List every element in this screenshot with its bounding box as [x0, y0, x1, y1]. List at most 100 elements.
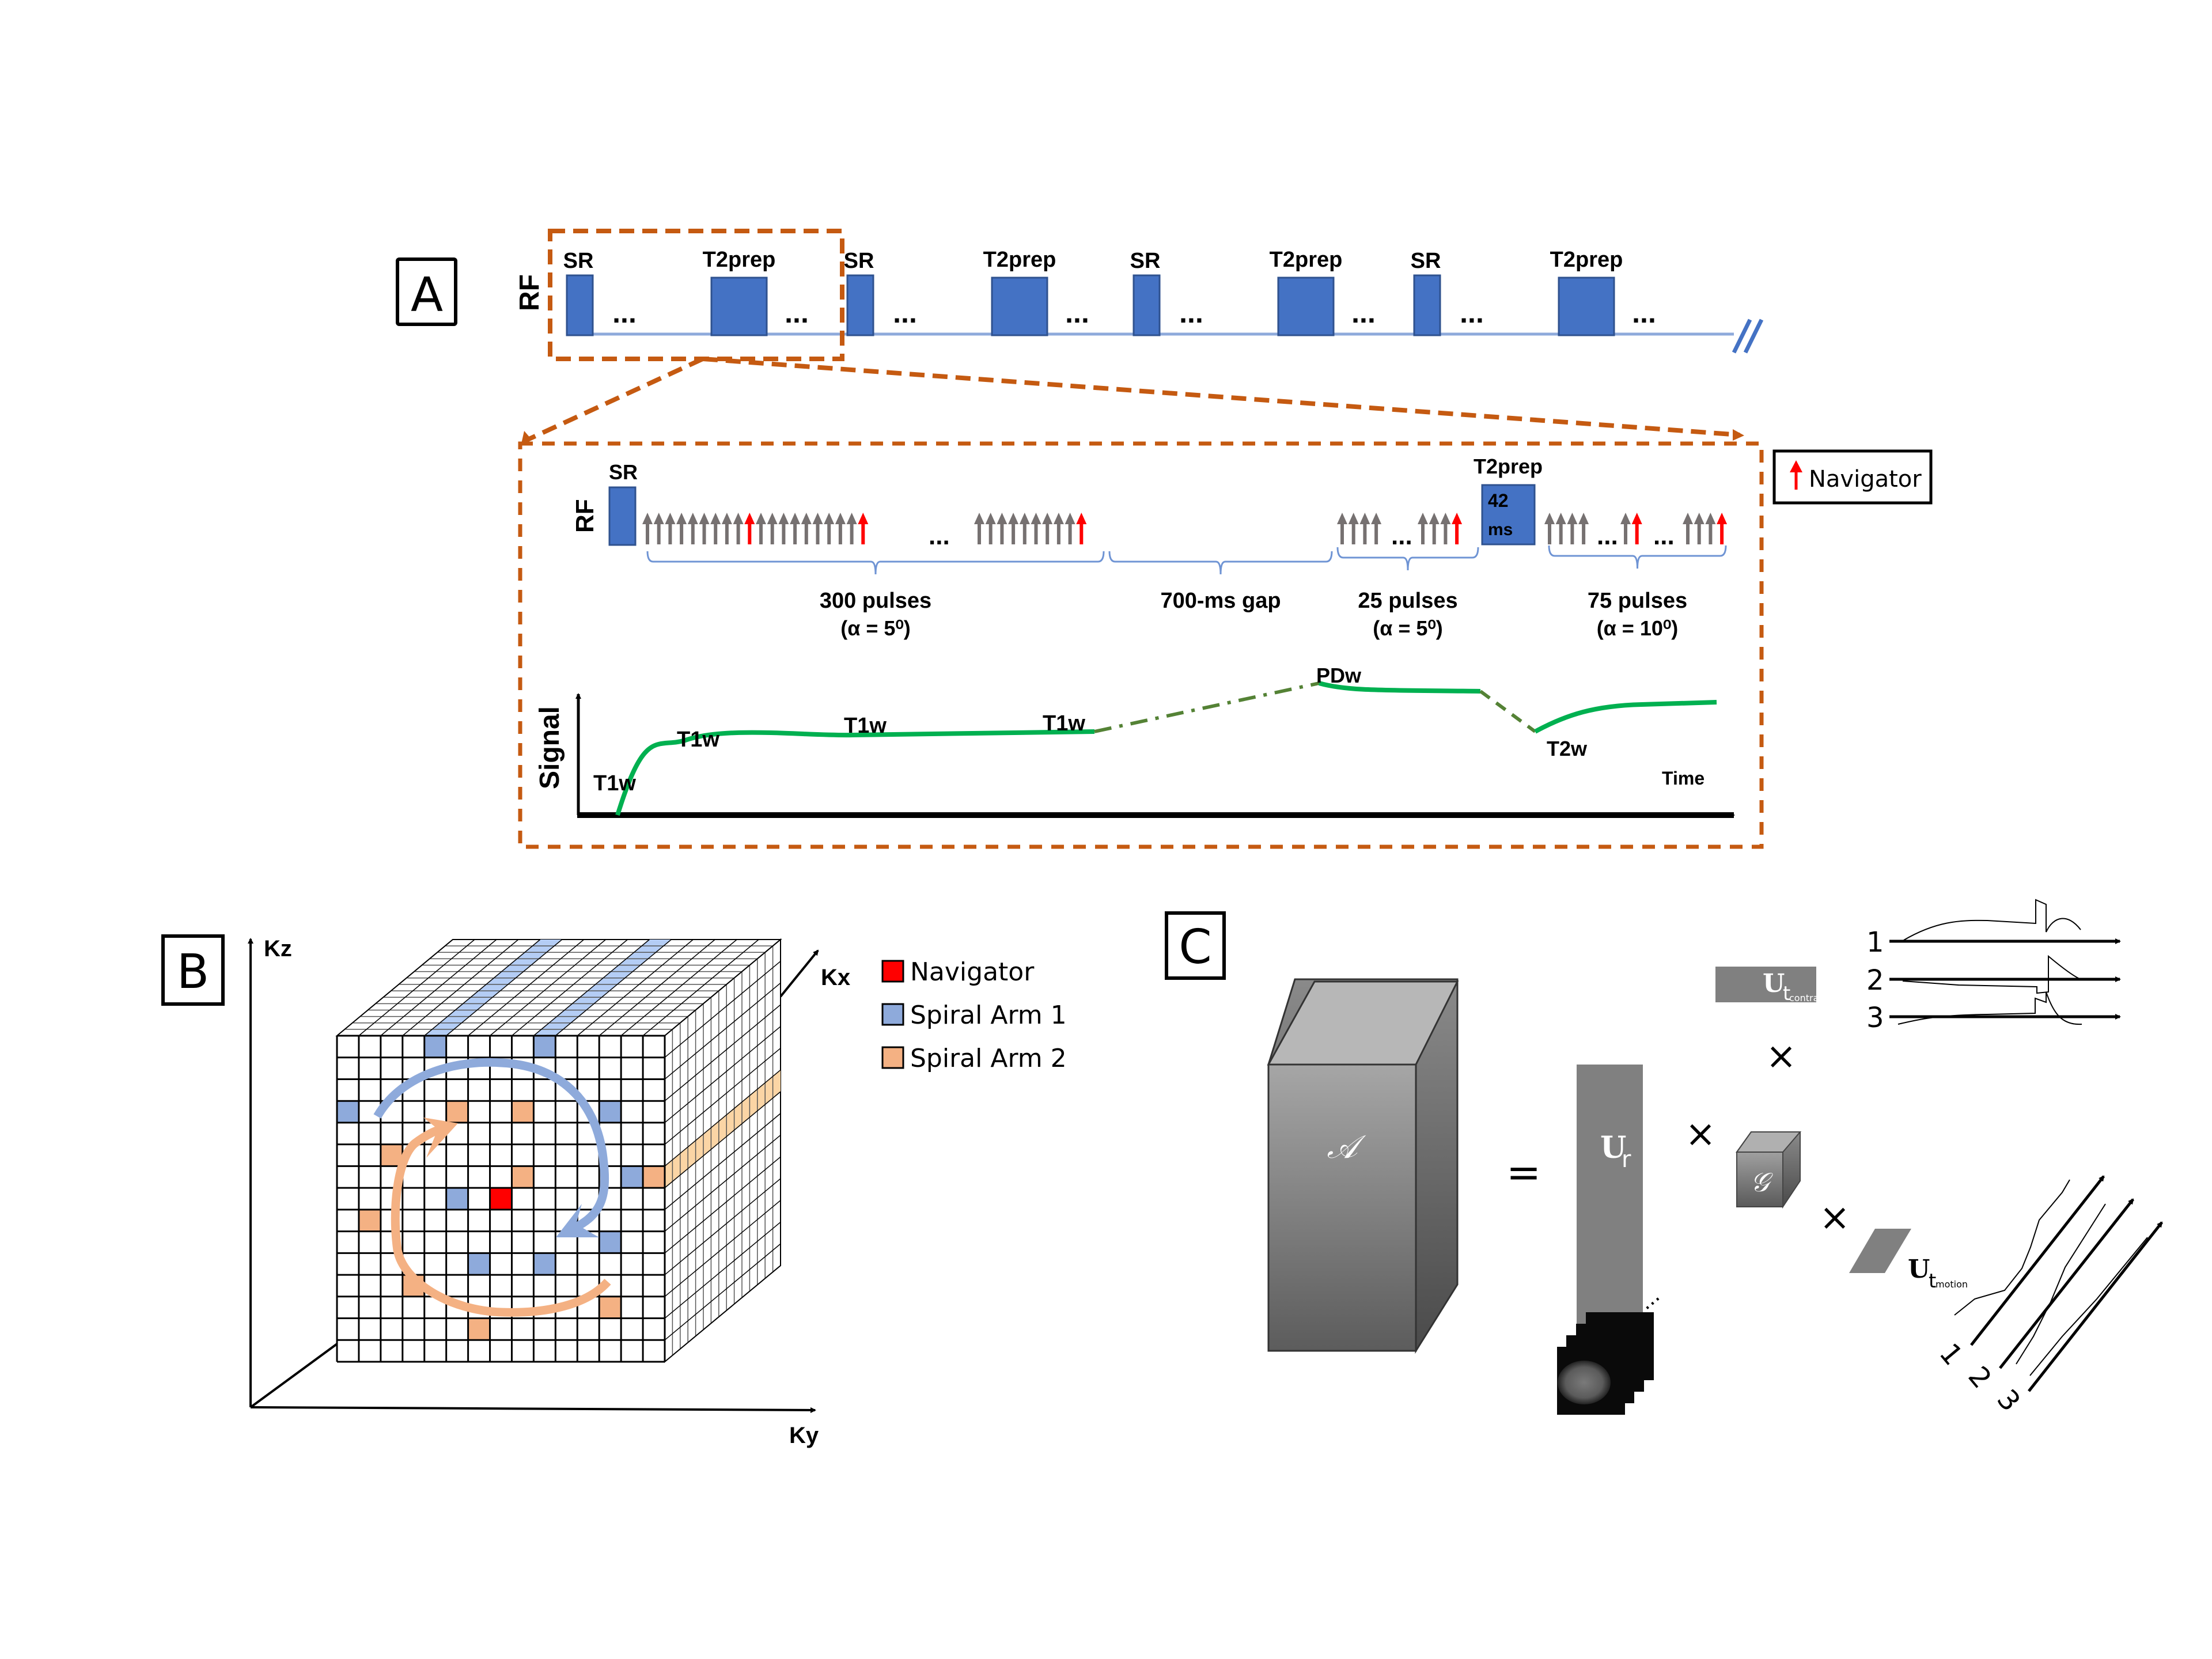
sr-pulse — [1413, 274, 1441, 336]
pulse-arrowhead — [824, 513, 835, 524]
pulse-arrowhead — [1065, 513, 1075, 524]
segment-flip-angle: (α = 10⁰) — [1597, 616, 1679, 640]
tensor-a: 𝒜 — [1267, 978, 1459, 1354]
zoom-connector-left-arrowhead — [521, 431, 531, 444]
navigator-arrow-icon — [1790, 460, 1802, 490]
sr-pulse-label: SR — [1411, 249, 1441, 273]
pulse-arrowhead — [1359, 513, 1370, 524]
t2prep-pulse-label: T2prep — [703, 248, 776, 272]
grid-line — [664, 961, 781, 1058]
grid-line — [402, 939, 519, 1036]
grid-line — [642, 939, 759, 1036]
spiral-arm-1-arrowhead — [556, 1204, 599, 1237]
pulse-arrowhead — [1683, 513, 1693, 524]
sr-pulse — [566, 274, 594, 336]
t2prep-pulse-label: T2prep — [983, 248, 1056, 272]
contrast-curve-number: 3 — [1866, 1002, 1884, 1034]
pulse-arrowhead — [767, 513, 778, 524]
contrast-curve-number: 2 — [1866, 964, 1884, 997]
kspace-cell-arm2 — [512, 1101, 534, 1123]
navigator-arrowhead — [858, 513, 869, 524]
navigator-arrowhead — [1076, 513, 1087, 524]
ellipsis: ... — [1179, 297, 1203, 329]
grid-line — [490, 939, 607, 1036]
grid-line — [664, 1265, 781, 1362]
top-pulse-train: SR...T2prep...SR...T2prep...SR...T2prep.… — [563, 248, 1656, 336]
t2prep-pulse-label: T2prep — [1270, 248, 1343, 272]
segment-brace — [1336, 547, 1479, 571]
ellipsis: ... — [1391, 522, 1412, 550]
kspace-cell-arm1 — [424, 1036, 446, 1058]
signal-y-label: Signal — [535, 706, 565, 789]
pulse-arrowhead — [676, 513, 687, 524]
zoom-connector-right — [702, 357, 1740, 437]
grid-line — [664, 982, 781, 1080]
pulse-arrowhead — [974, 513, 984, 524]
kspace-cell-arm2 — [512, 1166, 534, 1188]
pulse-arrowhead — [756, 513, 766, 524]
kspace-cell-arm1 — [533, 1036, 556, 1058]
kspace-cell-arm1 — [446, 1188, 468, 1210]
sr-pulse-label: SR — [844, 249, 874, 273]
panel-a: A RF SR...T2prep...SR...T2prep...SR...T2… — [396, 229, 1933, 849]
motion-basis-symbol: U — [1908, 1255, 1930, 1284]
times-sign: × — [1766, 1035, 1797, 1078]
pulse-arrowhead — [985, 513, 996, 524]
pulse-arrowhead — [1042, 513, 1053, 524]
sr-pulse — [846, 274, 874, 336]
pulse-arrowhead — [1694, 513, 1705, 524]
spiral-arm-1-top-stripe — [533, 940, 672, 1036]
pulse-arrowhead — [997, 513, 1007, 524]
grid-line — [664, 939, 781, 1036]
grid-line — [424, 939, 541, 1036]
motion-time-axis — [1970, 1175, 2105, 1346]
kx-axis-label: Kx — [821, 965, 850, 990]
kspace-cube — [335, 938, 782, 1363]
zoom-connector-left — [524, 357, 704, 443]
ur-symbol: U — [1600, 1130, 1626, 1165]
legend-swatch-navigator — [881, 960, 904, 983]
segment-label: 300 pulses — [820, 589, 931, 613]
pulse-arrowhead — [642, 513, 653, 524]
spiral-arm-1-top-stripe — [424, 940, 562, 1036]
legend-label: Spiral Arm 1 — [910, 1001, 1067, 1030]
legend-swatch-arm2 — [881, 1046, 904, 1069]
pulse-arrowhead — [653, 513, 664, 524]
motion-curve-1 — [1954, 1179, 2070, 1316]
pulse-arrowhead — [721, 513, 732, 524]
pulse-arrowhead — [1429, 513, 1440, 524]
pulse-arrowhead — [1705, 513, 1716, 524]
contrast-basis-sub: contrast — [1789, 993, 1827, 1003]
signal-x-label: Time — [1662, 768, 1705, 789]
signal-plot: Signal Time T1w T1w T1w T1w PDw T2w — [535, 664, 1735, 818]
signal-annotation: T2w — [1547, 737, 1588, 760]
signal-annotation: T1w — [677, 728, 719, 752]
ellipsis: ... — [1653, 522, 1675, 550]
motion-curves: 123 — [1933, 1175, 2163, 1418]
panel-b-letter-box — [161, 934, 225, 1006]
grid-line — [577, 939, 694, 1036]
image-stack: ... — [1557, 1284, 1664, 1415]
spiral-arm-2-side-stripe — [665, 1070, 781, 1188]
grid-line — [664, 1048, 781, 1145]
segment-flip-angle: (α = 5⁰) — [840, 616, 911, 640]
segment-brace — [1548, 545, 1727, 569]
grid-line — [468, 939, 585, 1036]
legend-label: Spiral Arm 2 — [910, 1044, 1067, 1073]
grid-line — [599, 939, 715, 1036]
zoom-connector-right-arrowhead — [1733, 429, 1744, 441]
segment-label: 75 pulses — [1588, 589, 1687, 613]
kspace-cell-arm1 — [337, 1101, 359, 1123]
t2prep-pulse — [710, 276, 768, 336]
pulse-arrowhead — [1371, 513, 1382, 524]
navigator-arrowhead — [744, 513, 755, 524]
t2prep-pulse — [1277, 276, 1335, 336]
spiral-arm-2-arrow — [391, 1124, 611, 1317]
motion-curve-3 — [2029, 1237, 2148, 1376]
panel-b-letter: B — [177, 945, 209, 999]
pulse-arrowhead — [1337, 513, 1347, 524]
pulse-arrowhead — [1053, 513, 1064, 524]
navigator-legend: Navigator — [1772, 449, 1933, 505]
times-sign: × — [1819, 1196, 1850, 1239]
pulse-arrowhead — [687, 513, 698, 524]
